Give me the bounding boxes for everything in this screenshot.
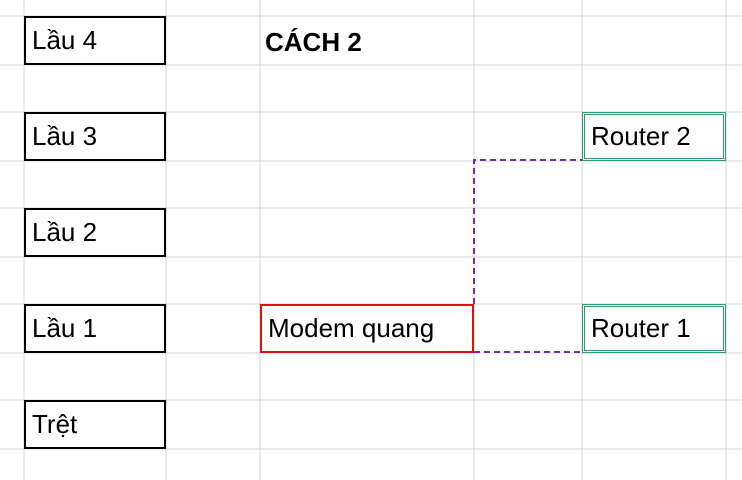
router-1-box: Router 1: [582, 304, 726, 353]
modem-box: Modem quang: [260, 304, 474, 353]
floor-tret: Trệt: [24, 400, 166, 449]
router-2-box: Router 2: [582, 112, 726, 161]
diagram-title: CÁCH 2: [265, 27, 362, 57]
floor-lau-4: Lầu 4: [24, 16, 166, 65]
floor-lau-3: Lầu 3: [24, 112, 166, 161]
floor-lau-2: Lầu 2: [24, 208, 166, 257]
floor-lau-1: Lầu 1: [24, 304, 166, 353]
